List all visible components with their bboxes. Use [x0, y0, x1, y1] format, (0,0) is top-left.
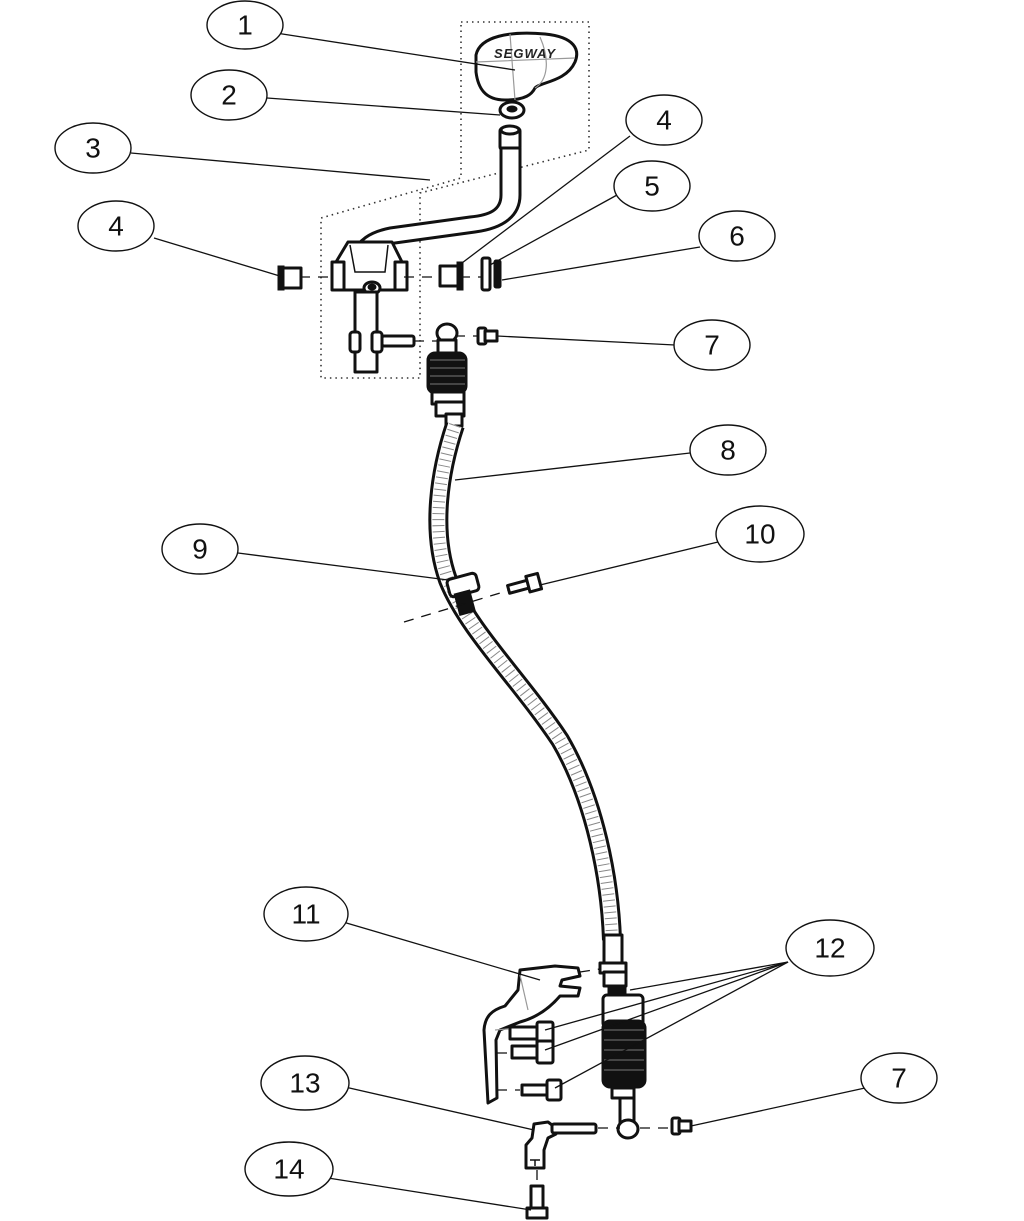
callout-6: 6 — [698, 210, 776, 262]
svg-text:12: 12 — [814, 933, 845, 964]
washer — [480, 256, 492, 292]
arm-bolt — [525, 1170, 549, 1220]
svg-text:11: 11 — [291, 899, 320, 930]
callout-13: 13 — [260, 1055, 350, 1111]
svg-text:13: 13 — [289, 1068, 320, 1099]
callout-9: 9 — [161, 523, 239, 575]
callout-8: 8 — [689, 424, 767, 476]
clip-upper — [476, 326, 499, 346]
svg-text:2: 2 — [221, 80, 237, 111]
bushing-left — [277, 265, 303, 291]
o-ring — [493, 259, 502, 289]
callout-4-left: 4 — [77, 200, 155, 252]
svg-text:8: 8 — [720, 435, 736, 466]
clip-lower — [670, 1116, 693, 1136]
svg-text:4: 4 — [108, 211, 124, 242]
svg-text:10: 10 — [744, 519, 775, 550]
clamp-axis-line — [403, 586, 521, 623]
svg-text:1: 1 — [237, 10, 253, 41]
callout-2: 2 — [190, 69, 268, 121]
shift-arm — [524, 1120, 598, 1170]
shift-cable — [426, 322, 647, 1140]
callout-1: 1 — [206, 0, 284, 50]
cable-bracket — [482, 964, 582, 1105]
pin-axis-line — [414, 335, 478, 342]
lever-assembly-boundary — [320, 21, 590, 379]
bushing-right — [438, 261, 464, 291]
callout-10: 10 — [715, 505, 805, 563]
bracket-bolts — [508, 1020, 563, 1102]
leader-lines — [130, 32, 866, 1211]
shift-lever — [330, 124, 522, 374]
callout-3: 3 — [54, 122, 132, 174]
callout-7-upper: 7 — [673, 319, 751, 371]
callout-7-lower: 7 — [860, 1052, 938, 1104]
svg-text:3: 3 — [85, 133, 101, 164]
callout-11: 11 — [263, 886, 349, 942]
cable-clamp — [445, 571, 481, 616]
svg-text:7: 7 — [891, 1063, 907, 1094]
callout-12: 12 — [785, 919, 875, 977]
svg-text:4: 4 — [656, 105, 672, 136]
bolt-axis-line — [497, 1052, 520, 1091]
callout-14: 14 — [244, 1141, 334, 1197]
clamp-bolt — [506, 571, 544, 595]
svg-text:7: 7 — [704, 330, 720, 361]
callout-4-right: 4 — [625, 94, 703, 146]
svg-text:9: 9 — [192, 534, 208, 565]
knob-nut — [498, 100, 526, 120]
svg-text:14: 14 — [273, 1154, 304, 1185]
svg-text:6: 6 — [729, 221, 745, 252]
knob-branding-text: SEGWAY — [494, 46, 556, 61]
bracket-axis-line — [579, 968, 601, 973]
shift-knob: SEGWAY — [474, 31, 579, 102]
svg-text:5: 5 — [644, 171, 660, 202]
callout-5: 5 — [613, 160, 691, 212]
